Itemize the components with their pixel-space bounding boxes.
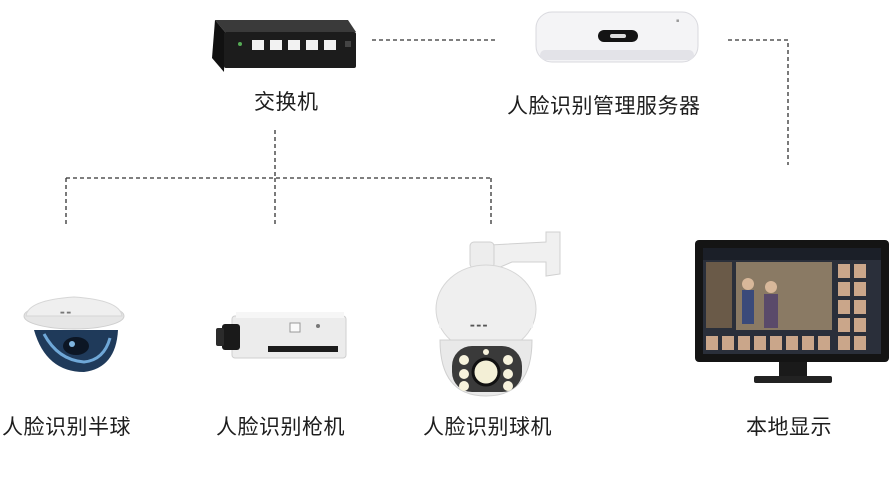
connectors (65, 39, 789, 226)
dome-camera-icon: ▬ ▬ (23, 296, 125, 372)
server-label: 人脸识别管理服务器 (507, 94, 701, 118)
server-box-icon: ▪ (535, 11, 699, 63)
box-camera-icon (216, 312, 347, 359)
svg-text:▬ ▬: ▬ ▬ (60, 310, 71, 316)
dome-camera-label: 人脸识别半球 (2, 415, 131, 439)
network-switch-icon (212, 20, 356, 72)
ptz-camera-icon: ▬ ▬ ▬ (435, 231, 561, 397)
svg-text:▪: ▪ (676, 18, 679, 24)
monitor-icon (695, 240, 889, 383)
svg-text:▬ ▬ ▬: ▬ ▬ ▬ (470, 323, 488, 329)
connector-server-monitor (728, 39, 789, 165)
box-camera-label: 人脸识别枪机 (216, 415, 345, 439)
monitor-label: 本地显示 (746, 415, 832, 439)
switch-label: 交换机 (254, 90, 319, 114)
ptz-camera-label: 人脸识别球机 (423, 415, 552, 439)
